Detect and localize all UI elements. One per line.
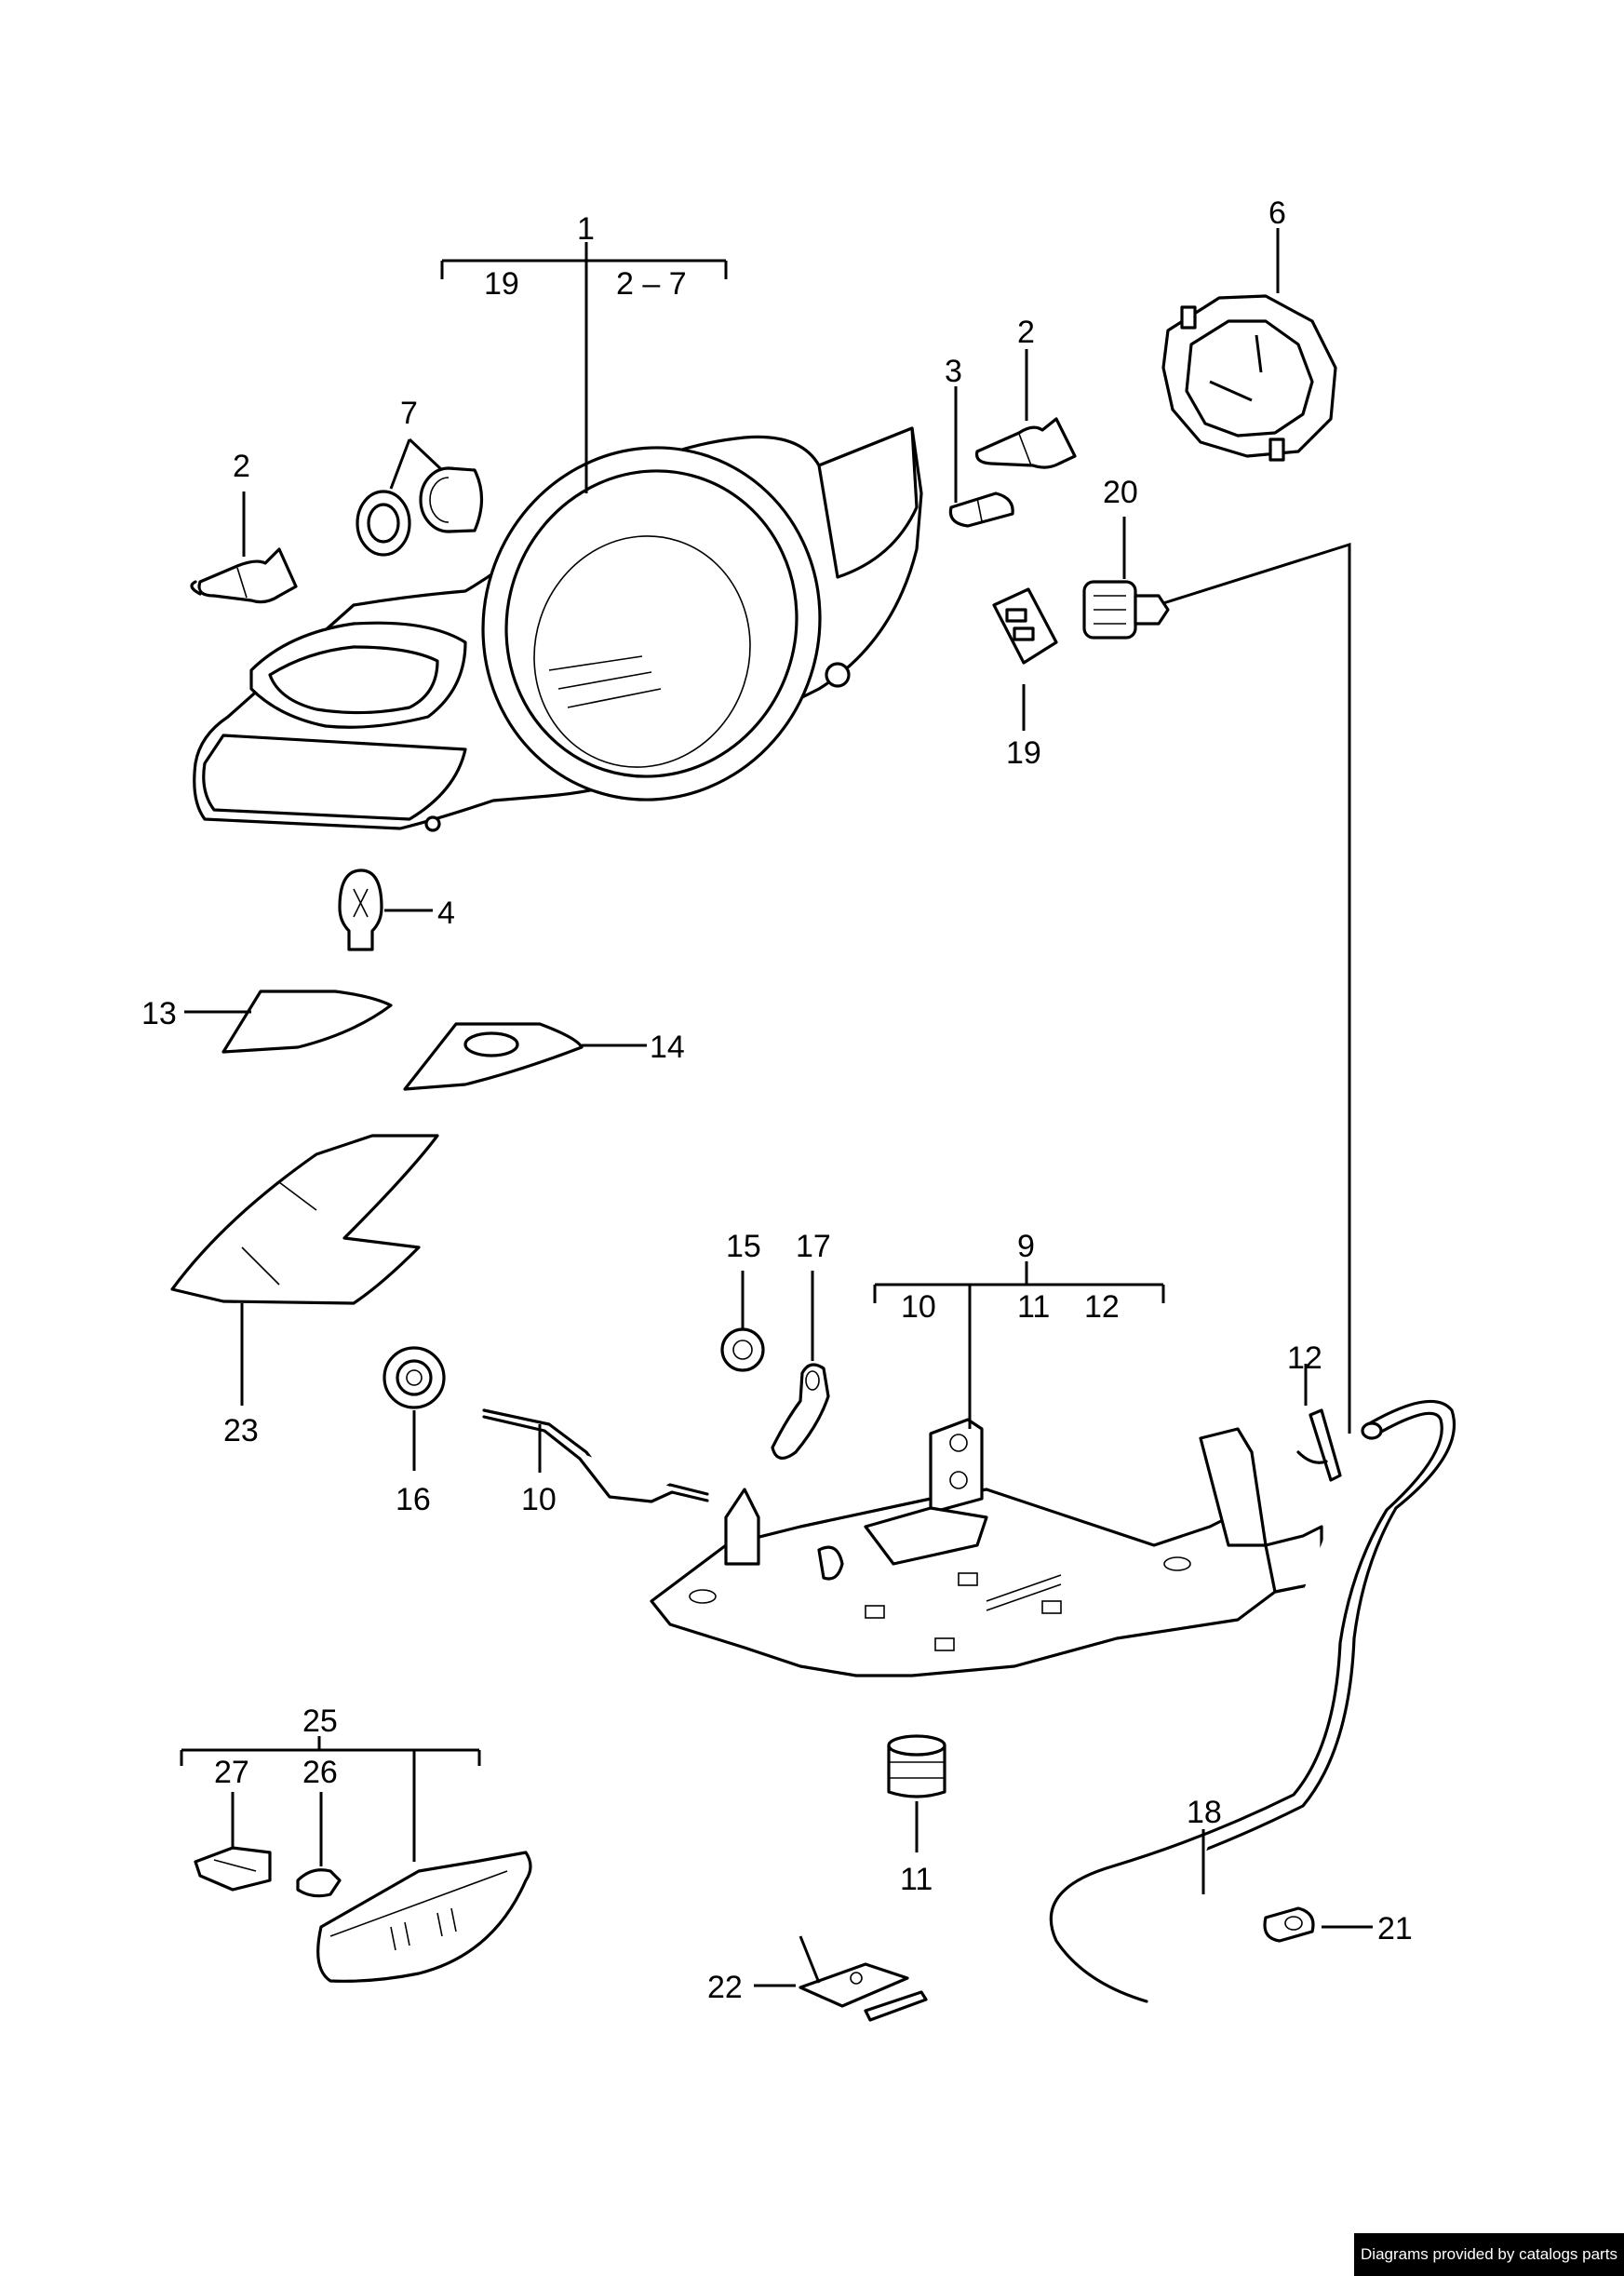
- nut-15[interactable]: [720, 1327, 765, 1372]
- retaining-clip-22[interactable]: [799, 1935, 928, 2022]
- callout-18: 18: [1187, 1795, 1222, 1830]
- bushing-11[interactable]: [887, 1734, 946, 1798]
- callout-21: 21: [1377, 1911, 1413, 1946]
- callout-2-left: 2: [233, 449, 250, 484]
- callout-9-bracket: [873, 1261, 1165, 1429]
- wedge-bulb[interactable]: [296, 1868, 342, 1898]
- callout-27: 27: [214, 1755, 249, 1790]
- callout-3: 3: [945, 354, 962, 389]
- callout-9-sub-11: 11: [1017, 1289, 1050, 1325]
- callout-23: 23: [223, 1413, 259, 1448]
- callout-2-right: 2: [1017, 315, 1035, 350]
- vent-hose[interactable]: [1049, 1399, 1456, 2003]
- callout-17: 17: [796, 1229, 831, 1264]
- callout-11: 11: [900, 1862, 933, 1897]
- callout-15: 15: [726, 1229, 761, 1264]
- callout-9-sub-10: 10: [901, 1289, 936, 1325]
- carrier-plate[interactable]: [650, 1418, 1323, 1677]
- adjusting-rod[interactable]: [482, 1408, 709, 1503]
- callout-19: 19: [1006, 735, 1041, 771]
- callout-1-sub-19: 19: [484, 266, 519, 302]
- callout-1-bracket: [440, 242, 728, 493]
- callout-1-sub-2-7: 2 – 7: [616, 266, 687, 302]
- h7-bulb-left[interactable]: [190, 547, 298, 604]
- protective-film[interactable]: [170, 1134, 439, 1305]
- callout-9: 9: [1017, 1229, 1035, 1264]
- callout-4: 4: [437, 896, 455, 931]
- h7-bulb-right[interactable]: [974, 417, 1077, 469]
- callout-26: 26: [302, 1755, 338, 1790]
- hose-clip[interactable]: [1263, 1906, 1315, 1943]
- parking-bulb[interactable]: [948, 492, 1014, 528]
- connector-plug[interactable]: [1082, 580, 1170, 640]
- callout-6: 6: [1268, 195, 1286, 231]
- headlight-cover-cap[interactable]: [1161, 294, 1337, 462]
- callout-16: 16: [396, 1482, 431, 1517]
- reflector-lens-13[interactable]: [221, 990, 393, 1054]
- callout-22: 22: [707, 1970, 743, 2005]
- callout-1: 1: [577, 211, 595, 247]
- callout-25: 25: [302, 1704, 338, 1739]
- clip-17[interactable]: [771, 1363, 830, 1460]
- callout-25-bracket: [180, 1736, 481, 1862]
- reflector-lens-14[interactable]: [403, 1022, 584, 1091]
- clip-12[interactable]: [1296, 1408, 1342, 1482]
- callout-12: 12: [1287, 1340, 1322, 1376]
- turn-signal-bulb[interactable]: [338, 869, 383, 951]
- callout-7: 7: [400, 396, 418, 431]
- callout-13: 13: [141, 996, 177, 1031]
- headlight-assembly[interactable]: [193, 404, 923, 844]
- callout-10: 10: [521, 1482, 557, 1517]
- callout-20: 20: [1103, 475, 1138, 510]
- side-marker-light[interactable]: [316, 1851, 532, 1983]
- callout-14: 14: [650, 1030, 685, 1065]
- bulb-socket[interactable]: [992, 587, 1058, 665]
- grommet-16[interactable]: [383, 1346, 446, 1409]
- callout-9-sub-12: 12: [1084, 1289, 1120, 1325]
- diagram-credit: Diagrams provided by catalogs parts: [1354, 2233, 1624, 2276]
- bulb-holder[interactable]: [194, 1846, 272, 1892]
- seal-ring-pair[interactable]: [356, 466, 484, 557]
